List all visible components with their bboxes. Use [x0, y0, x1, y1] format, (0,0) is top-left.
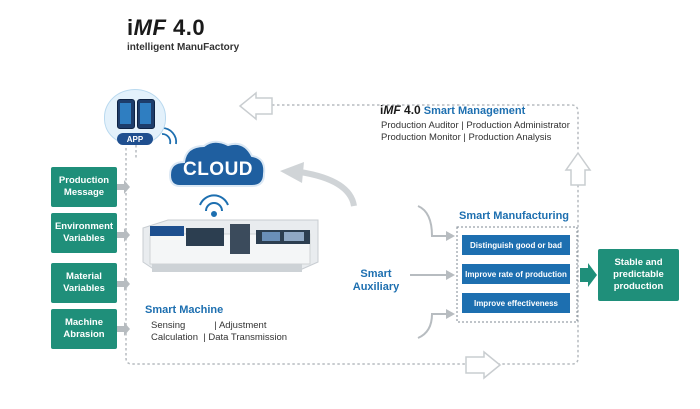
logo-title: iMF 4.0	[127, 16, 239, 40]
cloud-icon	[168, 140, 266, 187]
smart-machine-title: Smart Machine	[145, 304, 224, 316]
outer-loop-line	[125, 148, 579, 365]
machine-to-cloud-arrow	[299, 169, 357, 207]
arrow-bottom-right	[465, 350, 502, 380]
logo-prefix: i	[127, 15, 134, 40]
wifi-icon-machine	[199, 194, 229, 217]
arrow-to-app	[238, 91, 273, 121]
smart-management-title: iMF 4.0 Smart Management	[380, 103, 525, 117]
input-production-message: Production Message	[51, 167, 117, 207]
smart-management-label: Smart Management	[423, 105, 526, 117]
app-label: APP	[117, 133, 153, 145]
auxiliary-arrows	[410, 205, 448, 339]
smart-management-roles-1: Production Auditor | Production Administ…	[381, 120, 570, 131]
manufacturing-group-box	[456, 226, 578, 323]
input-material-variables: Material Variables	[51, 263, 117, 303]
smart-manufacturing-title: Smart Manufacturing	[459, 210, 570, 222]
smart-management-roles-2: Production Monitor | Production Analysis	[381, 132, 552, 143]
arrow-up-right	[564, 151, 592, 186]
phone-icon	[137, 99, 155, 129]
imf-logo: iMF 4.0 intelligent ManuFactory	[127, 16, 240, 54]
manufacturing-item: Distinguish good or bad	[462, 235, 570, 255]
smart-machine-features-1: Sensing | Adjustment	[151, 320, 267, 331]
smart-machine-features-2: Calculation | Data Transmission	[151, 332, 288, 343]
wifi-icon-app	[161, 127, 178, 145]
input-arrows	[117, 180, 130, 336]
injection-machine-illustration	[142, 219, 319, 272]
manufacturing-item: Improve rate of production	[462, 264, 570, 284]
logo-brand: MF	[133, 15, 167, 40]
logo-tagline: intelligent ManuFactory	[127, 42, 240, 53]
top-loop-line	[272, 104, 579, 150]
output-arrow	[580, 263, 597, 287]
smart-auxiliary-label: Smart Auxiliary	[352, 268, 400, 293]
input-machine-abrasion: Machine Abrasion	[51, 309, 117, 349]
phone-icon	[117, 99, 135, 129]
imf-small-logo: iMF 4.0	[380, 103, 421, 117]
cloud-label: CLOUD	[182, 159, 254, 180]
output-stable-production: Stable and predictable production	[598, 249, 679, 301]
logo-version: 4.0	[173, 15, 206, 40]
input-environment-variables: Environment Variables	[51, 213, 117, 253]
manufacturing-item: Improve effectiveness	[462, 293, 570, 313]
